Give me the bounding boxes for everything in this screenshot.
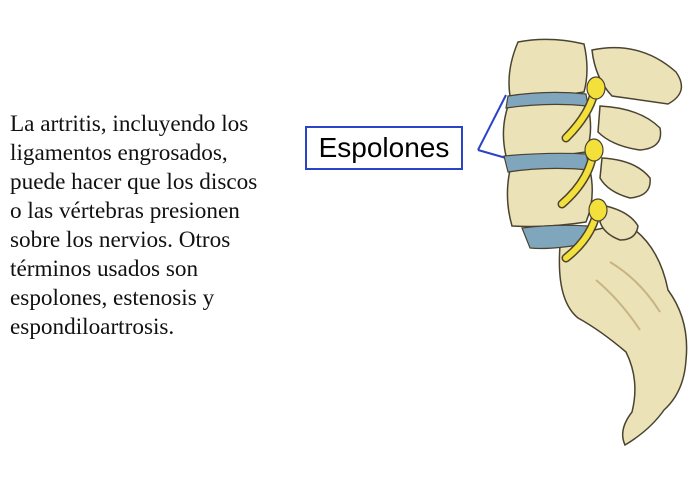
description-text: La artritis, incluyendo los ligamentos e… [10,111,258,340]
intervertebral-discs [503,91,591,250]
spinous-processes [591,46,683,241]
nerve-roots [584,76,608,222]
vertebral-bodies [502,38,593,228]
sacrum [558,226,688,447]
callout-connector [477,94,507,159]
spurs-callout-label: Espolones [305,126,463,170]
